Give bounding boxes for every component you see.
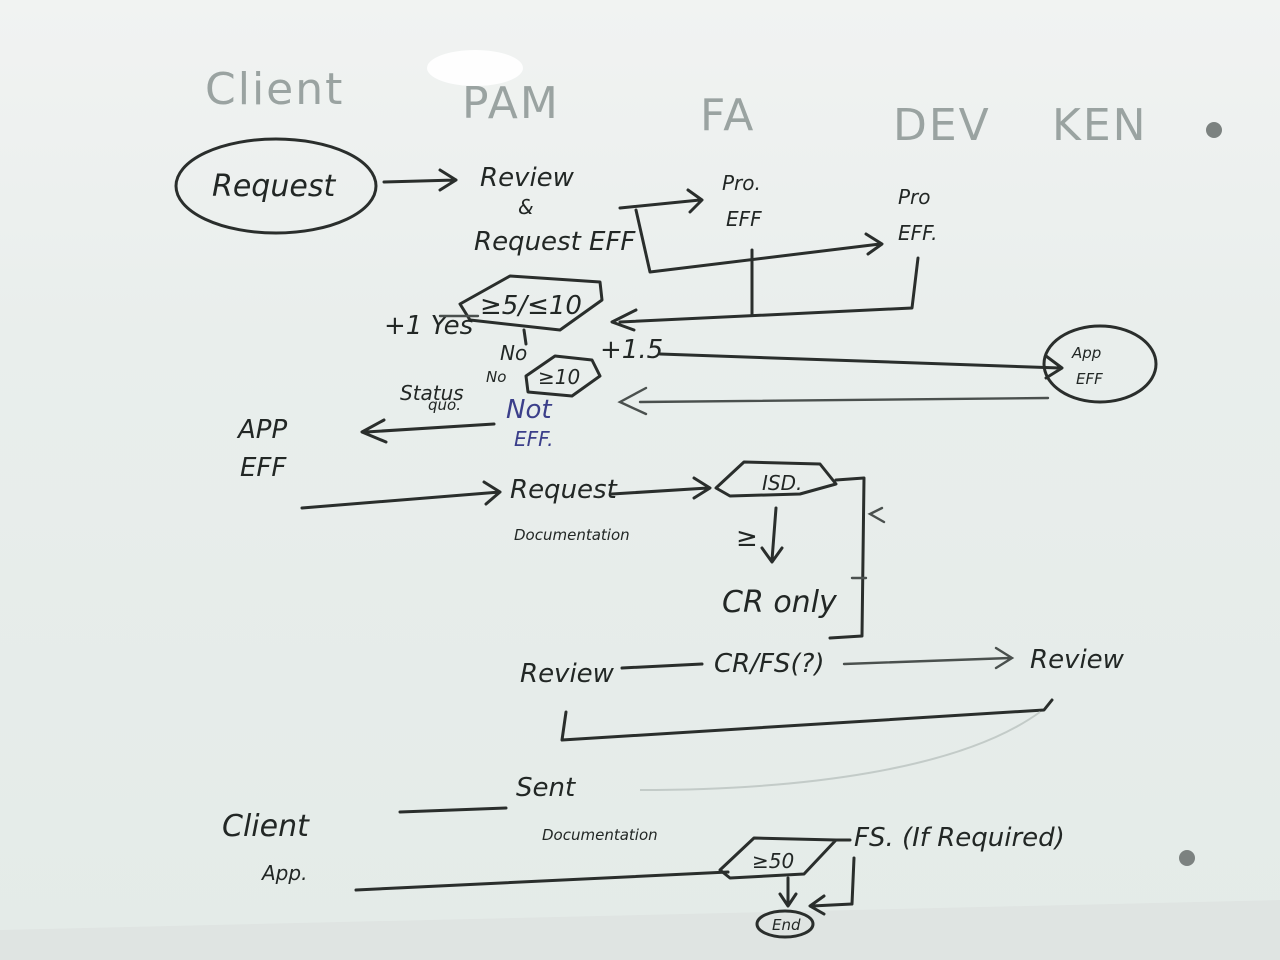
cr-only-label: CR only — [722, 585, 838, 620]
arrow — [760, 506, 784, 564]
connector — [522, 328, 528, 346]
status-quo-label: Status — [400, 381, 464, 405]
sent-documentation-label: Documentation — [542, 826, 658, 844]
connector — [398, 806, 508, 814]
pro-eff-fa-label: Pro. — [722, 171, 761, 195]
no-label: No — [500, 341, 527, 365]
isd-label: ISD. — [762, 471, 802, 495]
isd-diamond — [714, 460, 838, 498]
sent-documentation-label: Sent — [516, 773, 576, 803]
arrow — [808, 856, 856, 916]
plus-1-5-label: +1.5 — [600, 335, 663, 365]
arrow — [382, 168, 458, 192]
review-left-label: Review — [520, 659, 615, 689]
app-eff-ellipse — [1042, 324, 1158, 404]
gte-label: ≥ — [736, 523, 758, 553]
return-arrow — [610, 256, 920, 332]
request-label: Request — [212, 169, 336, 204]
arrow — [658, 352, 1064, 380]
loop-arrowhead — [867, 506, 886, 524]
arrow — [778, 876, 798, 908]
not-eff-label: Not — [506, 395, 552, 425]
request-documentation-label: Documentation — [514, 526, 630, 544]
app-eff-label: App — [1071, 344, 1101, 362]
request-ellipse — [174, 137, 378, 235]
pro-eff-fa-label: EFF — [726, 207, 762, 231]
pro-eff-dev-label: Pro — [898, 185, 931, 209]
fs-required-label: FS. (If Required) — [854, 823, 1065, 853]
loop-line — [828, 476, 866, 640]
client-app-label: App. — [260, 861, 307, 885]
review-right-label: Review — [1030, 645, 1125, 675]
decision-label: ≥10 — [538, 365, 580, 389]
pro-eff-dev-label: EFF. — [898, 221, 937, 245]
review-label: Review — [480, 163, 575, 193]
app-eff-left-label: EFF — [240, 453, 287, 483]
faint-connector — [639, 711, 1041, 791]
decision-diamond — [524, 354, 602, 398]
return-bracket — [560, 698, 1054, 742]
request-eff-label: Request EFF — [474, 227, 636, 257]
mount-screw-top — [1206, 122, 1222, 138]
mount-screw-bottom — [1179, 850, 1195, 866]
arrow — [842, 646, 1015, 670]
connector — [620, 662, 704, 670]
client-app-label: Client — [222, 809, 310, 844]
request-documentation-label: Request — [510, 475, 618, 505]
ampersand-label: & — [518, 195, 534, 219]
arrow — [360, 418, 496, 444]
end-label: End — [772, 916, 801, 934]
column-heading: FA — [700, 90, 755, 141]
app-eff-label: EFF — [1076, 370, 1103, 388]
column-heading: Client — [205, 64, 344, 115]
column-heading: PAM — [462, 78, 560, 129]
cr-fs-label: CR/FS(?) — [714, 649, 825, 679]
decision-label: ≥5/≤10 — [480, 291, 582, 321]
connector — [354, 870, 730, 892]
column-heading: KEN — [1052, 100, 1148, 151]
no-label: No — [486, 368, 506, 386]
arrow — [610, 476, 712, 500]
column-heading: DEV — [893, 100, 991, 151]
not-eff-label: EFF. — [514, 427, 553, 451]
decision-diamond — [718, 836, 838, 880]
board-bottom-edge — [0, 900, 1280, 960]
return-arrow — [617, 386, 1050, 416]
decision-label: ≥50 — [752, 849, 794, 873]
end-ellipse — [755, 909, 815, 939]
arrow — [300, 480, 502, 510]
arrow — [618, 188, 704, 214]
decision-diamond — [458, 274, 604, 332]
app-eff-left-label: APP — [236, 415, 287, 445]
status-quo-label: quo. — [428, 396, 461, 414]
arrow — [634, 208, 884, 274]
glare-reflection — [427, 50, 523, 86]
